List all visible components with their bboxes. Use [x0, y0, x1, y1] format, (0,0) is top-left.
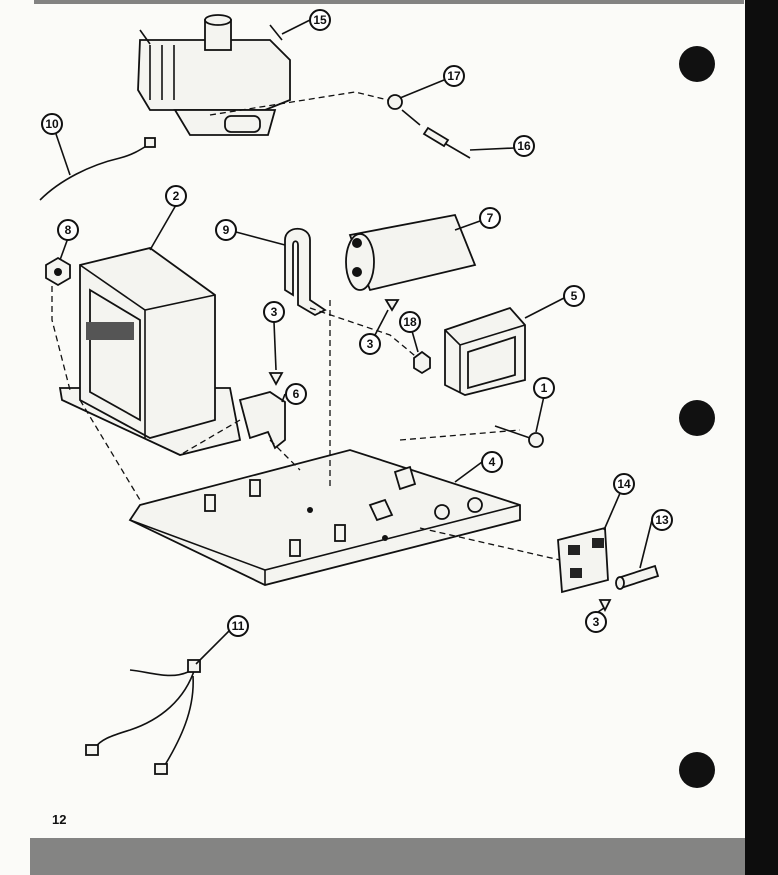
svg-text:2: 2	[173, 189, 180, 203]
callout-6: 6	[285, 383, 307, 405]
assembly-leaders-b	[79, 399, 561, 561]
svg-text:10: 10	[45, 117, 59, 131]
base-plate-part	[128, 449, 521, 586]
binder-hole-middle	[679, 400, 715, 436]
scan-top-edge	[34, 0, 744, 4]
svg-text:16: 16	[517, 139, 531, 153]
svg-text:15: 15	[313, 13, 327, 27]
callout-3-c: 3	[585, 611, 607, 633]
callout-16: 16	[513, 135, 535, 157]
callout-leaders	[55, 19, 653, 665]
page-number: 12	[52, 812, 67, 827]
wire-lead-part	[39, 144, 149, 201]
svg-text:5: 5	[571, 289, 578, 303]
svg-text:3: 3	[593, 615, 600, 629]
bracket-part	[284, 227, 327, 317]
binder-hole-bottom	[679, 752, 715, 788]
callout-14: 14	[613, 473, 635, 495]
svg-text:18: 18	[403, 315, 417, 329]
callout-15: 15	[309, 9, 331, 31]
nut-leader	[51, 286, 71, 391]
binder-hole-top	[679, 46, 715, 82]
svg-text:7: 7	[487, 211, 494, 225]
capacitor-part	[345, 213, 477, 292]
svg-text:11: 11	[232, 619, 245, 633]
screw-3-board	[598, 599, 612, 613]
svg-text:3: 3	[271, 305, 278, 319]
callout-1: 1	[533, 377, 555, 399]
callout-2: 2	[165, 185, 187, 207]
svg-text:3: 3	[367, 337, 374, 351]
svg-text:1: 1	[541, 381, 548, 395]
callout-18: 18	[399, 311, 421, 333]
callout-7: 7	[479, 207, 501, 229]
scan-dark-edge	[745, 0, 778, 875]
callout-10: 10	[41, 113, 63, 135]
switch-bracket-part	[238, 391, 286, 450]
bolt-part	[494, 425, 544, 448]
svg-text:14: 14	[617, 477, 631, 491]
svg-text:6: 6	[293, 387, 300, 401]
callout-9: 9	[215, 219, 237, 241]
svg-text:13: 13	[655, 513, 669, 527]
fuse-part	[615, 564, 660, 590]
svg-text:9: 9	[223, 223, 230, 237]
callout-4: 4	[481, 451, 503, 473]
callout-3-b: 3	[359, 333, 381, 355]
callout-8: 8	[57, 219, 79, 241]
callout-13: 13	[651, 509, 673, 531]
callout-3-a: 3	[263, 301, 285, 323]
magnetron-part	[137, 14, 291, 136]
assembly-leaders-a	[179, 300, 521, 490]
svg-text:4: 4	[489, 455, 496, 469]
callout-11: 11	[227, 615, 249, 637]
nut-18-part	[413, 350, 431, 375]
circuit-board-part	[557, 526, 609, 594]
transformer-part	[58, 247, 242, 456]
wire-lead-terminal	[144, 137, 156, 148]
screw-3-left	[268, 372, 284, 386]
filter-block-part	[444, 306, 526, 396]
nut-hole	[54, 268, 62, 276]
scan-bottom-noise	[30, 838, 745, 875]
wiring-harness-part	[85, 659, 201, 775]
svg-text:8: 8	[65, 223, 72, 237]
screw-3-upper	[384, 299, 400, 312]
diode-part	[387, 94, 471, 159]
svg-text:17: 17	[447, 69, 461, 83]
bracket-leader	[309, 307, 421, 361]
callout-17: 17	[443, 65, 465, 87]
callout-5: 5	[563, 285, 585, 307]
